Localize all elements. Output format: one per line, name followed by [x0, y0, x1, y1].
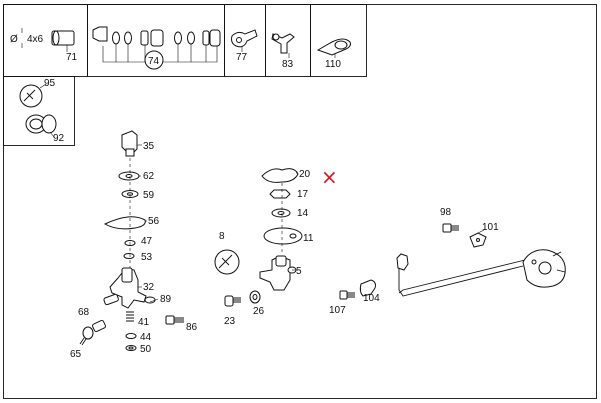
part-71-hose: Ø 4x6 71	[10, 28, 78, 63]
callout-11: 11	[303, 233, 314, 244]
callout-98: 98	[440, 207, 452, 218]
callout-110: 110	[325, 59, 341, 70]
part-95-92-tool: 95 92	[19, 78, 65, 144]
callout-41: 41	[138, 317, 150, 328]
part-110-clip: 110	[316, 38, 351, 70]
red-annotation-mark: ×	[321, 165, 338, 189]
callout-92: 92	[53, 133, 65, 144]
callout-77: 77	[236, 52, 248, 63]
callout-107: 107	[329, 305, 346, 316]
callout-71: 71	[66, 52, 78, 63]
callout-101: 101	[482, 222, 499, 233]
part-83-fitting: 83	[271, 33, 295, 70]
header-strip	[3, 4, 367, 146]
callout-5: 5	[296, 266, 302, 277]
callout-26: 26	[253, 306, 265, 317]
callout-95: 95	[44, 78, 56, 89]
callout-56: 56	[148, 216, 160, 227]
callout-44: 44	[140, 332, 152, 343]
callout-32: 32	[143, 282, 155, 293]
callout-20: 20	[299, 169, 311, 180]
box-95-92	[3, 76, 75, 146]
left-assembly: 35 62 59 56 47 53 32 89 41	[70, 130, 198, 360]
part-74-connectors: 74	[92, 26, 221, 70]
callout-53: 53	[141, 252, 153, 263]
callout-65: 65	[70, 349, 82, 360]
part-77-elbow: 77	[231, 29, 258, 63]
callout-23: 23	[224, 316, 236, 327]
callout-86: 86	[186, 322, 198, 333]
callout-50: 50	[140, 344, 152, 355]
center-assembly: 20 × 17 14 11 8 5 23 26	[214, 165, 338, 327]
right-assembly: 98 101 107 104	[329, 207, 566, 316]
callout-14: 14	[297, 208, 309, 219]
callout-89: 89	[160, 294, 172, 305]
callout-62: 62	[143, 171, 155, 182]
callout-83: 83	[282, 59, 294, 70]
dim-symbol: Ø	[10, 34, 18, 45]
callout-74: 74	[148, 56, 160, 67]
callout-47: 47	[141, 236, 153, 247]
callout-8: 8	[219, 231, 225, 242]
callout-68: 68	[78, 307, 90, 318]
dim-value: 4x6	[27, 34, 44, 45]
callout-59: 59	[143, 190, 155, 201]
diagram-frame	[3, 4, 597, 399]
callout-35: 35	[143, 141, 155, 152]
box-110	[310, 4, 367, 77]
callout-104: 104	[363, 293, 380, 304]
callout-17: 17	[297, 189, 309, 200]
